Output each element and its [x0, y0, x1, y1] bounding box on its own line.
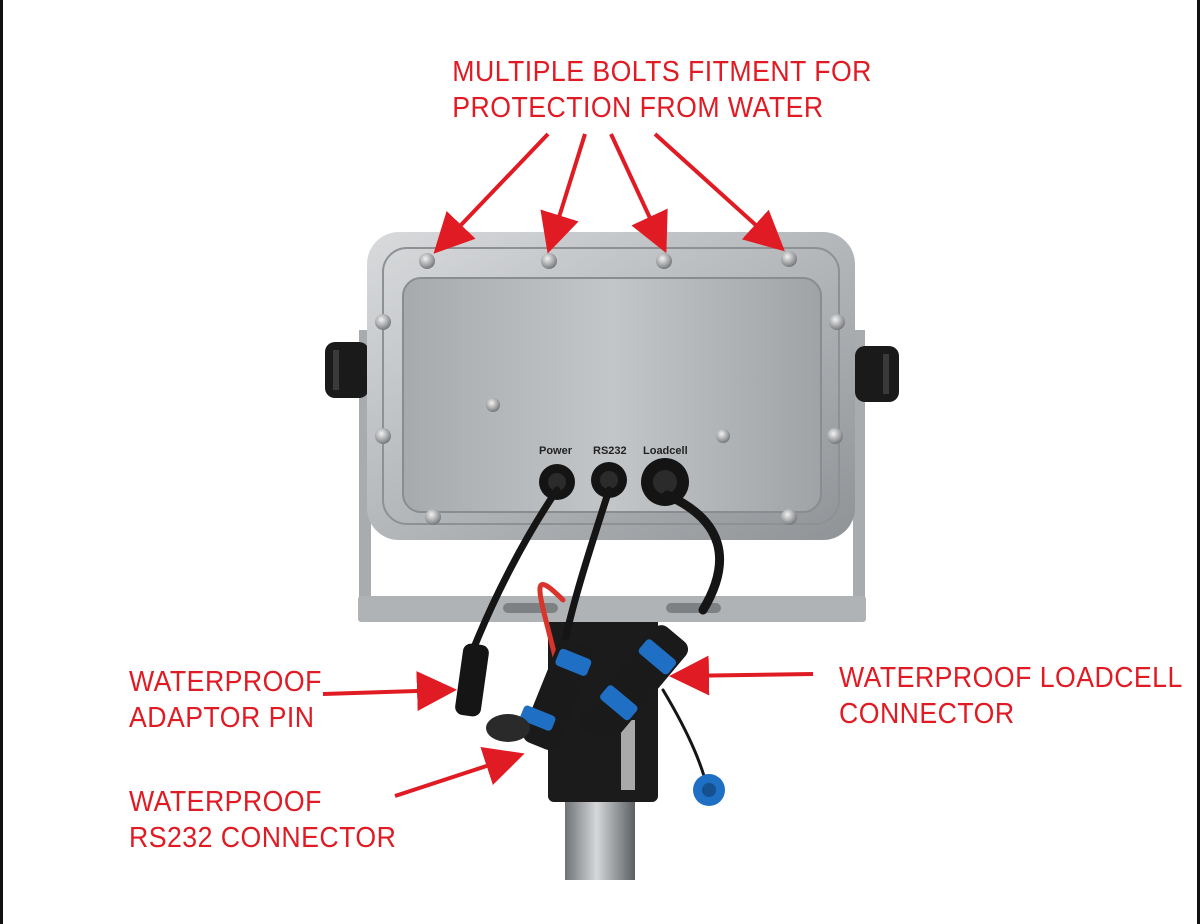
port-label-rs232: RS232: [593, 445, 627, 457]
bolt-arrow-3: [609, 133, 668, 254]
rs232-callout-line1: WATERPROOF: [129, 786, 322, 818]
port-label-loadcell: Loadcell: [643, 445, 688, 457]
rs232-arrow: [394, 746, 525, 798]
port-label-power: Power: [539, 445, 573, 457]
loadcell-callout-line1: WATERPROOF LOADCELL: [839, 662, 1183, 694]
adaptor-callout-line1: WATERPROOF: [129, 666, 322, 698]
rs232-connector: [486, 639, 594, 751]
right-knob: [855, 346, 899, 402]
bolts-callout-line2: PROTECTION FROM WATER: [452, 92, 824, 124]
cable-glands: [539, 458, 689, 506]
bolt-arrow-1: [433, 132, 550, 254]
bolt-arrow-2: [540, 133, 587, 254]
adaptor-arrow: [322, 671, 457, 712]
product-photo: Power RS232 Loadcell: [322, 132, 899, 880]
adaptor-callout-line2: ADAPTOR PIN: [129, 702, 315, 734]
annotation-arrows: [322, 132, 814, 798]
bolts-callout-line1: MULTIPLE BOLTS FITMENT FOR: [452, 56, 872, 88]
left-knob: [325, 342, 369, 398]
port-labels: Power RS232 Loadcell: [539, 445, 688, 457]
loadcell-connector: [580, 625, 725, 806]
adaptor-callout: WATERPROOF ADAPTOR PIN: [129, 664, 322, 736]
rs232-callout: WATERPROOF RS232 CONNECTOR: [129, 784, 396, 856]
loadcell-callout-line2: CONNECTOR: [839, 698, 1015, 730]
adaptor-pin: [455, 643, 489, 717]
indicator-housing: [367, 232, 855, 540]
bolt-arrow-4: [653, 132, 785, 252]
loadcell-callout: WATERPROOF LOADCELL CONNECTOR: [839, 660, 1183, 732]
housing-bolts: [375, 251, 845, 525]
loadcell-arrow: [669, 655, 814, 696]
rs232-callout-line2: RS232 CONNECTOR: [129, 822, 397, 854]
bolts-callout: MULTIPLE BOLTS FITMENT FOR PROTECTION FR…: [452, 54, 872, 126]
